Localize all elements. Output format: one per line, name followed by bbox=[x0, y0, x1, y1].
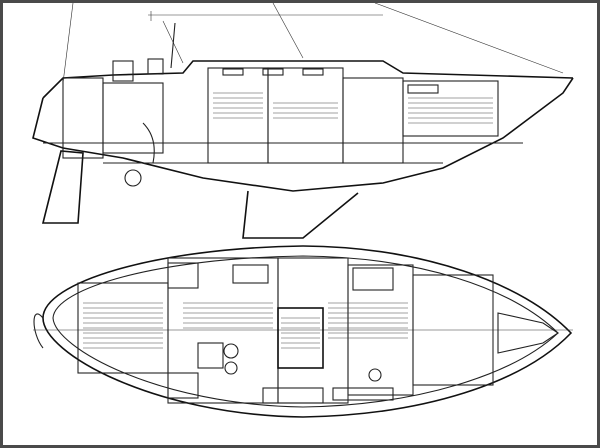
forestay bbox=[374, 3, 564, 74]
hanging-locker bbox=[352, 267, 394, 291]
saloon-table bbox=[277, 307, 324, 369]
table-hatching bbox=[281, 317, 320, 349]
galley-nav-area bbox=[167, 257, 279, 404]
anchor-locker bbox=[497, 312, 559, 354]
keel bbox=[242, 190, 359, 239]
transom bbox=[33, 313, 44, 349]
portlight bbox=[262, 68, 284, 76]
head-sink bbox=[368, 368, 382, 382]
rig-line bbox=[62, 3, 74, 84]
deck-sheer bbox=[42, 60, 574, 99]
cockpit-locker bbox=[62, 77, 104, 159]
saloon-plan bbox=[277, 257, 349, 404]
settee-hatching bbox=[213, 92, 493, 124]
mast-line bbox=[272, 3, 304, 59]
berth-hatching bbox=[183, 302, 408, 339]
chart-table bbox=[232, 264, 269, 284]
saloon-area bbox=[267, 67, 344, 164]
rudder bbox=[41, 150, 84, 224]
hull-profile bbox=[32, 77, 574, 192]
saloon-bulkhead bbox=[207, 67, 269, 164]
accommodation-plan bbox=[33, 245, 573, 418]
stove bbox=[197, 342, 224, 369]
portlight bbox=[407, 84, 439, 94]
galley-sink bbox=[224, 361, 238, 375]
exhaust-line bbox=[142, 122, 155, 164]
forward-cabin bbox=[402, 80, 499, 137]
head-area bbox=[342, 77, 404, 164]
engine-mount bbox=[124, 169, 142, 187]
settee-locker bbox=[332, 387, 394, 401]
galley-sink bbox=[223, 343, 239, 359]
portlight bbox=[222, 68, 244, 76]
engine-area bbox=[102, 82, 164, 154]
sailboat-drawing bbox=[32, 3, 574, 418]
portlight bbox=[302, 68, 324, 76]
winch bbox=[147, 58, 164, 75]
inboard-profile bbox=[32, 3, 574, 239]
stern-pulpit bbox=[170, 22, 176, 69]
settee-locker bbox=[262, 387, 324, 404]
companionway bbox=[112, 60, 134, 82]
cockpit-grating bbox=[83, 302, 163, 349]
hull-plan-outline bbox=[42, 245, 573, 418]
